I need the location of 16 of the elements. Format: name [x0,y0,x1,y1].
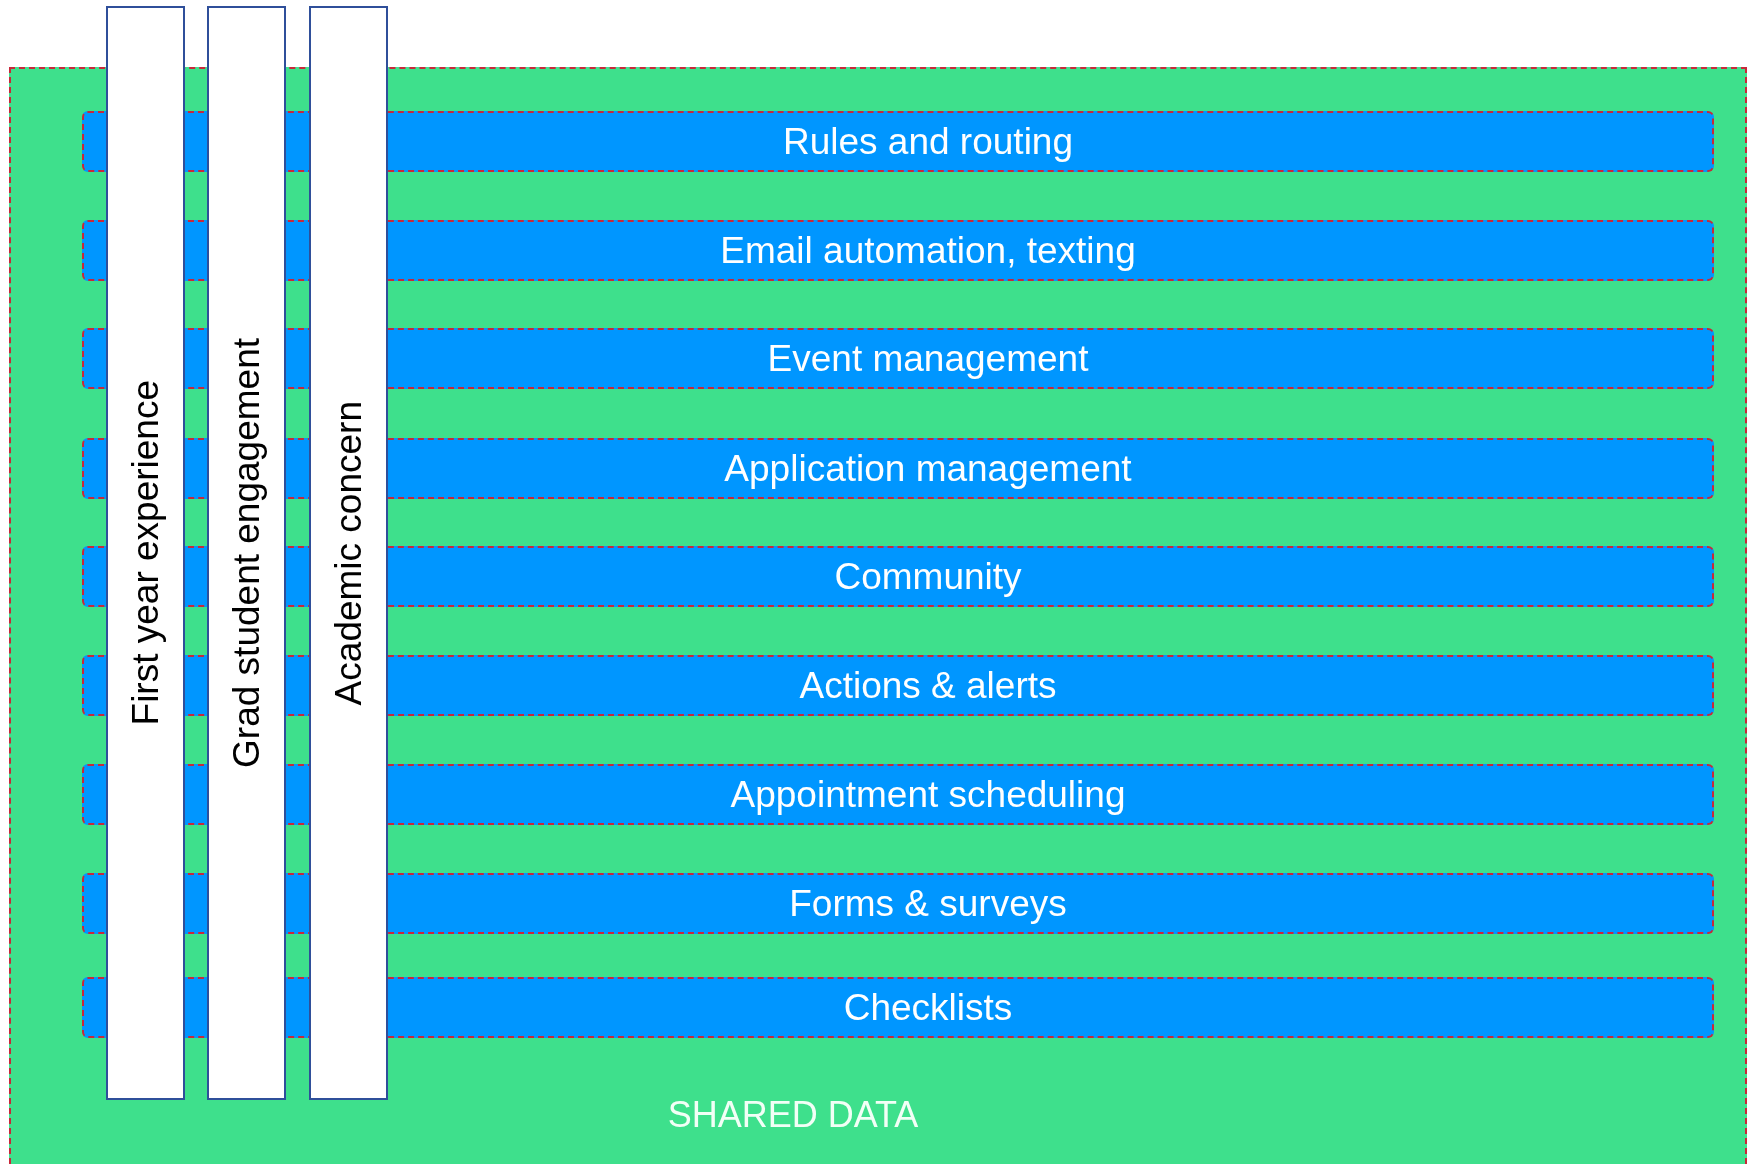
use-case-label: First year experience [124,380,167,726]
feature-label: Email automation, texting [719,229,1136,272]
feature-label: Actions & alerts [798,664,1057,707]
feature-label: Rules and routing [782,120,1073,163]
use-case-label: Grad student engagement [225,338,268,768]
feature-label: Community [833,555,1022,598]
feature-label: Application management [723,447,1132,490]
panel-title: SHARED DATA [666,1094,920,1136]
feature-label: Checklists [842,986,1013,1029]
feature-label: Event management [766,337,1089,380]
use-case-column [106,6,185,1100]
use-case-column [309,6,388,1100]
use-case-column [207,6,286,1100]
use-case-label: Academic concern [327,400,370,706]
feature-label: Appointment scheduling [729,773,1126,816]
feature-label: Forms & surveys [788,882,1067,925]
